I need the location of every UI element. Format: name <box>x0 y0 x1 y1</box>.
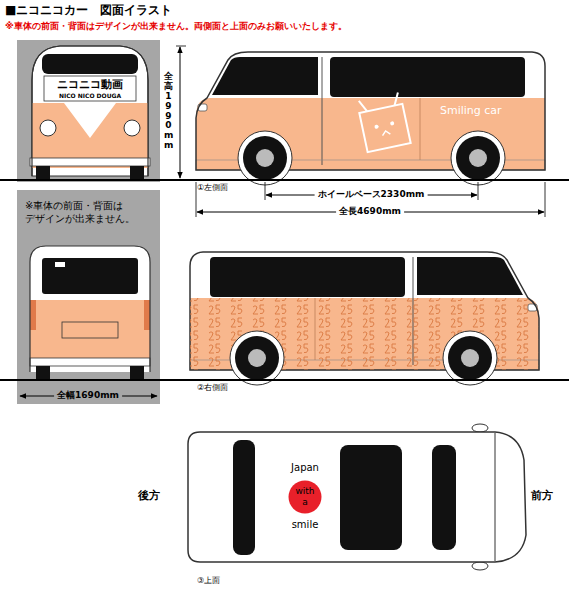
slogan-text: Japan <box>291 462 319 474</box>
gray-panel <box>17 190 160 404</box>
circle-shape <box>289 481 322 514</box>
view-caption: ①左側面 <box>197 183 228 193</box>
note-text: ※車体の前面・背面はデザインが出来ません。両側面と上面のみお願いいたします。 <box>5 21 347 32</box>
circle-text: with a <box>294 486 316 509</box>
logo-text: ニコニコ動画 <box>57 78 123 91</box>
front-view-van <box>30 46 150 180</box>
length-dimension: 全長4690mm <box>336 206 404 217</box>
top-view-van <box>188 424 526 570</box>
direction-label: 後方 <box>138 489 160 502</box>
height-dimension-line <box>176 46 186 178</box>
page-title: ■ニコニコカー 図面イラスト <box>5 3 172 17</box>
logo-subtext: NICO NICO DOUGA <box>59 92 121 99</box>
side-slogan: Smiling car <box>440 104 502 117</box>
left-side-van <box>196 52 545 185</box>
rear-view-van <box>30 246 150 380</box>
ground-line <box>0 179 569 181</box>
note-panel: ※車体の前面・背面は デザインが出来ません。 <box>17 190 160 240</box>
wheelbase-dimension: ホイールベース2330mm <box>315 189 428 200</box>
mascot-figure <box>357 92 411 152</box>
gray-panel <box>17 40 160 182</box>
ground-line <box>0 379 569 381</box>
right-side-van <box>190 252 539 385</box>
height-dimension: 全高1990mm <box>164 72 173 151</box>
view-caption: ③上面 <box>197 576 220 586</box>
view-caption: ②右側面 <box>197 383 228 393</box>
length-dimension-lines <box>196 182 545 217</box>
direction-label: 前方 <box>531 489 553 502</box>
width-dimension: 全幅1690mm <box>54 390 122 401</box>
note-text: ※車体の前面・背面は デザインが出来ません。 <box>25 200 152 225</box>
red-circle: with a <box>288 480 322 514</box>
slogan-text: smile <box>292 519 319 531</box>
